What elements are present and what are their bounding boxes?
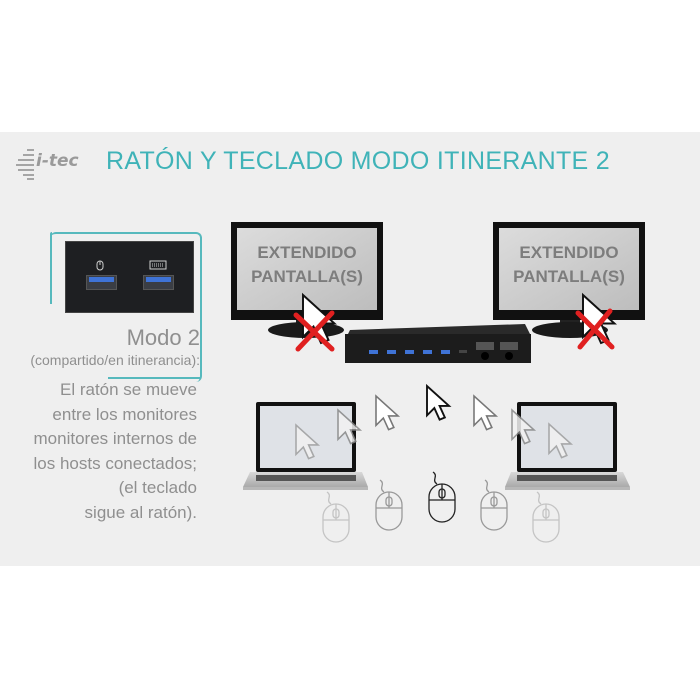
mode-subtitle: (compartido/en itinerancia): (30, 352, 200, 368)
blocked-cursor-left (293, 294, 336, 352)
cross-icon (293, 310, 335, 352)
mode-title: Modo 2 (126, 325, 200, 350)
port-frame-edge (50, 232, 52, 304)
description-line: El ratón se mueve (59, 380, 197, 399)
usb-port-mouse (86, 275, 117, 290)
i-tec-logo: i-tec (14, 146, 94, 182)
keyboard-icon (149, 260, 167, 270)
description-line: entre los monitores (52, 404, 197, 424)
blocked-cursor-right (575, 294, 616, 350)
port-frame (50, 232, 202, 382)
description-line: sigue al ratón). (84, 502, 197, 522)
usb-port-keyboard (143, 275, 174, 290)
description-line: (el teclado (118, 478, 197, 498)
logo-mark-icon (16, 149, 34, 180)
mouse-icon (96, 260, 104, 271)
description-line: monitores internos de (33, 429, 197, 449)
monitor-label-line1: EXTENDIDO (257, 243, 357, 262)
monitor-label-line2: PANTALLA(S) (513, 267, 625, 286)
monitor-label-line1: EXTENDIDO (519, 243, 619, 262)
laptop-right (505, 402, 630, 490)
page-title: RATÓN Y TECLADO MODO ITINERANTE 2 (106, 147, 610, 175)
cross-icon (575, 308, 615, 350)
port-frame-edge (108, 377, 200, 379)
mode-description: El ratón se mueve entre los monitores mo… (0, 378, 197, 526)
kvm-switch (345, 324, 531, 363)
usb-port-panel (65, 241, 194, 313)
logo-text: i-tec (36, 151, 79, 171)
monitor-label-line2: PANTALLA(S) (251, 267, 363, 286)
monitor-right (493, 222, 645, 338)
description-line: los hosts conectados; (33, 453, 197, 473)
